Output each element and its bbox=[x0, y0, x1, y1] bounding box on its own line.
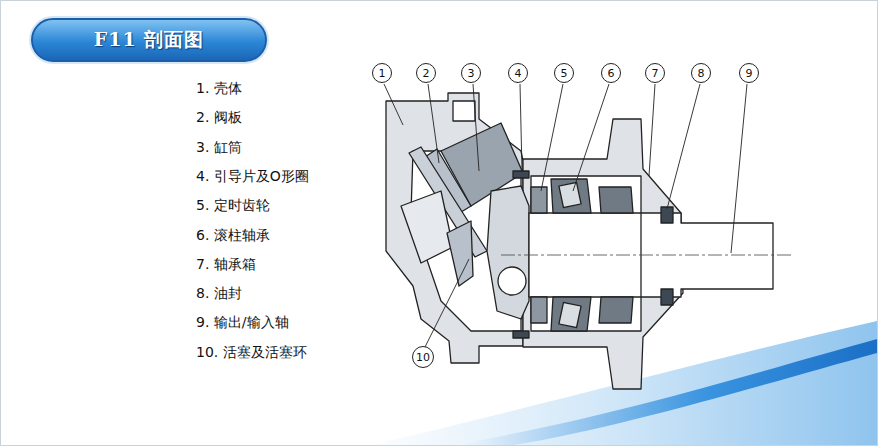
title-pill: F11 剖面图 bbox=[31, 18, 267, 62]
callout-circle: 2 bbox=[416, 63, 436, 83]
roller bbox=[559, 302, 581, 327]
timing-gear bbox=[531, 187, 547, 213]
callout-number: 6 bbox=[608, 68, 615, 79]
callout-number: 5 bbox=[561, 68, 568, 79]
part-list-item: 4. 引导片及O形圈 bbox=[196, 167, 309, 185]
part-list-item: 1. 壳体 bbox=[196, 79, 242, 97]
callout-circle: 6 bbox=[601, 63, 621, 83]
leader-line bbox=[520, 84, 522, 171]
port bbox=[453, 101, 475, 121]
centerline bbox=[501, 255, 791, 256]
callout-number: 3 bbox=[468, 68, 475, 79]
part-list-item: 2. 阀板 bbox=[196, 108, 242, 126]
part-list-item: 5. 定时齿轮 bbox=[196, 196, 270, 214]
part-list-item: 10. 活塞及活塞环 bbox=[196, 343, 307, 361]
leader-line bbox=[425, 259, 469, 347]
piston bbox=[401, 191, 453, 263]
timing-gear bbox=[531, 297, 547, 323]
callout-number: 2 bbox=[423, 68, 430, 79]
o-ring bbox=[513, 171, 529, 178]
leader-line bbox=[667, 84, 700, 209]
part-list-item: 3. 缸筒 bbox=[196, 138, 242, 156]
oil-seal bbox=[661, 207, 673, 223]
part-list-item: 8. 油封 bbox=[196, 284, 242, 302]
callout-circle: 4 bbox=[508, 63, 528, 83]
callout-circle: 3 bbox=[461, 63, 481, 83]
leader-line bbox=[731, 84, 747, 253]
part-list-item: 9. 输出/输入轴 bbox=[196, 313, 289, 331]
roller-bearing bbox=[599, 187, 633, 213]
leader-line bbox=[473, 84, 479, 171]
roller-bearing bbox=[599, 297, 633, 323]
callout-number: 9 bbox=[746, 68, 753, 79]
callout-circle: 5 bbox=[554, 63, 574, 83]
callout-number: 1 bbox=[379, 68, 386, 79]
roller-bearing bbox=[551, 179, 591, 213]
callout-number: 10 bbox=[416, 352, 430, 363]
drive-flange bbox=[487, 186, 529, 319]
callout-circle: 1 bbox=[372, 63, 392, 83]
ball-joint bbox=[498, 267, 526, 295]
callout-number: 8 bbox=[698, 68, 705, 79]
swoosh bbox=[441, 339, 877, 445]
leader-line bbox=[649, 84, 655, 176]
o-ring bbox=[513, 331, 529, 338]
callout-circle: 10 bbox=[412, 346, 434, 368]
part-list-item: 6. 滚柱轴承 bbox=[196, 226, 270, 244]
callout-number: 7 bbox=[652, 68, 659, 79]
callout-circle: 7 bbox=[645, 63, 665, 83]
roller-bearing bbox=[551, 297, 591, 331]
oil-seal bbox=[661, 289, 673, 305]
title-text: F11 剖面图 bbox=[94, 27, 205, 53]
part-list-item: 7. 轴承箱 bbox=[196, 255, 256, 273]
leader-line bbox=[573, 84, 609, 191]
leader-line bbox=[384, 84, 403, 125]
callout-number: 4 bbox=[515, 68, 522, 79]
leader-line bbox=[541, 84, 563, 191]
callout-circle: 8 bbox=[691, 63, 711, 83]
roller bbox=[559, 182, 581, 207]
leader-line bbox=[428, 84, 439, 163]
callout-circle: 9 bbox=[739, 63, 759, 83]
